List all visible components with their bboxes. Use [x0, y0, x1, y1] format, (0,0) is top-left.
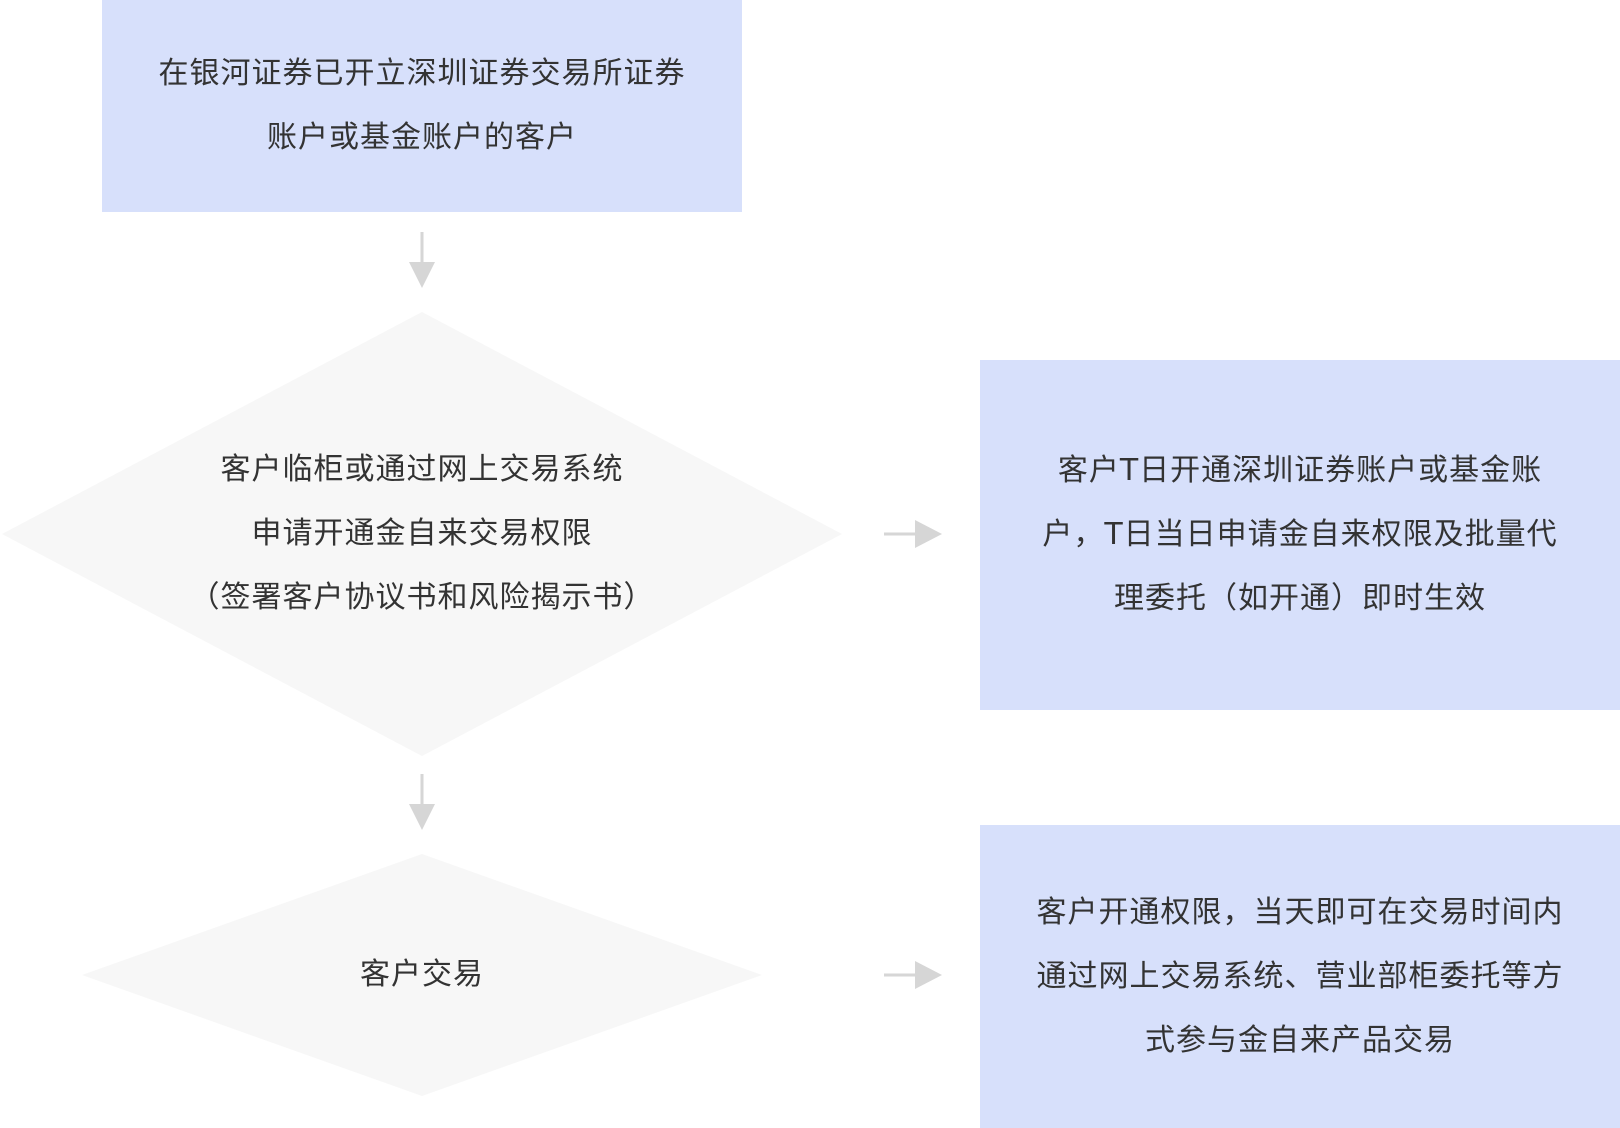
arrow-right-2	[884, 961, 942, 989]
trade-result-line: 式参与金自来产品交易	[1145, 1022, 1455, 1058]
trade-result-line: 客户开通权限，当天即可在交易时间内	[1036, 894, 1564, 930]
activation-result-box: 客户T日开通深圳证券账户或基金账 户，T日当日申请金自来权限及批量代 理委托（如…	[980, 360, 1620, 710]
decision-trade-line: 客户交易	[360, 957, 484, 992]
arrow-down-1	[409, 232, 435, 288]
start-box-line: 账户或基金账户的客户	[267, 120, 577, 155]
trade-result-box: 客户开通权限，当天即可在交易时间内 通过网上交易系统、营业部柜委托等方 式参与金…	[980, 825, 1620, 1128]
decision-diamond-trade	[82, 854, 762, 1096]
arrow-down-2	[409, 774, 435, 830]
trade-result-line: 通过网上交易系统、营业部柜委托等方	[1036, 958, 1564, 994]
start-box: 在银河证券已开立深圳证券交易所证券 账户或基金账户的客户	[102, 0, 742, 212]
activation-result-line: 客户T日开通深圳证券账户或基金账	[1057, 453, 1543, 488]
decision-apply-line: 申请开通金自来交易权限	[251, 516, 593, 551]
arrow-right-1	[884, 520, 942, 548]
start-box-line: 在银河证券已开立深圳证券交易所证券	[158, 56, 686, 91]
decision-apply-line: （签署客户协议书和风险揭示书）	[189, 580, 655, 615]
decision-diamond-apply	[2, 312, 842, 756]
decision-trade-text: 客户交易	[82, 854, 762, 1096]
activation-result-line: 理委托（如开通）即时生效	[1114, 581, 1486, 616]
decision-apply-line: 客户临柜或通过网上交易系统	[220, 452, 624, 487]
decision-apply-text: 客户临柜或通过网上交易系统 申请开通金自来交易权限 （签署客户协议书和风险揭示书…	[2, 312, 842, 756]
activation-result-line: 户，T日当日申请金自来权限及批量代	[1042, 517, 1558, 552]
